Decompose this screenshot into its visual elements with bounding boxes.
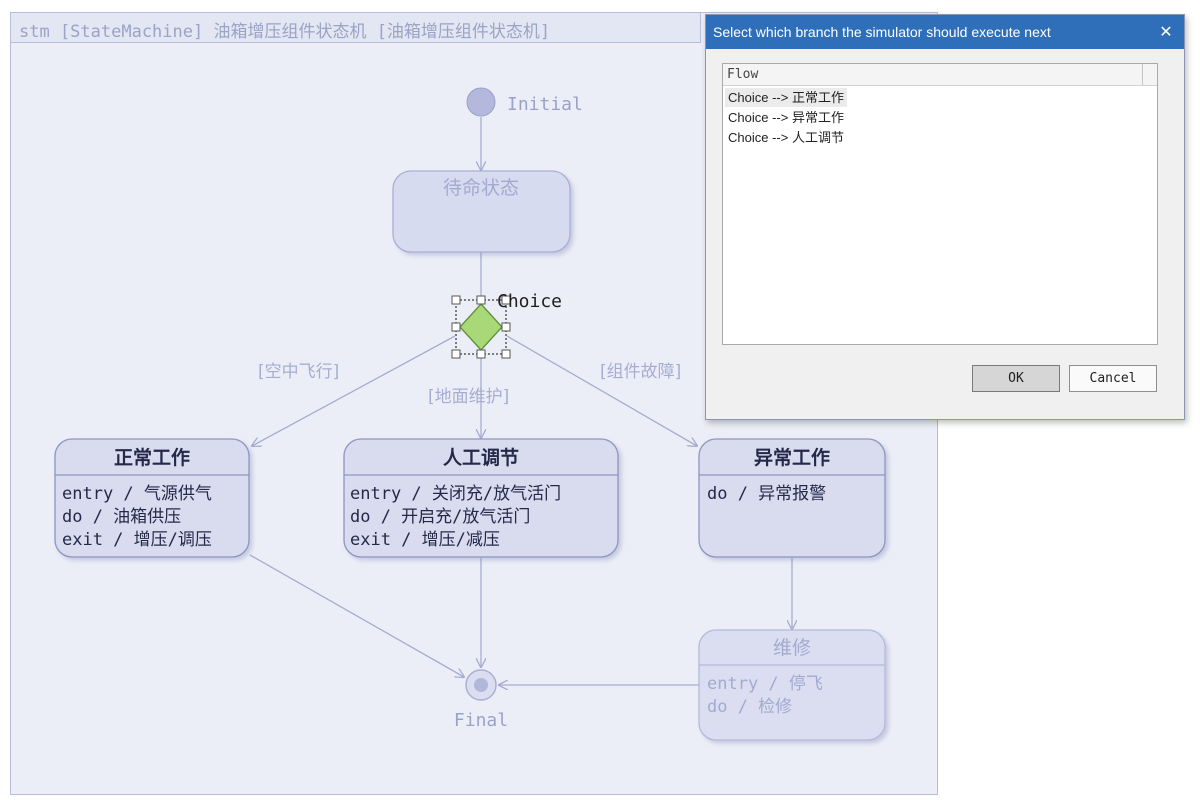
state-normal-action: do / 油箱供压	[62, 507, 181, 527]
guard-right: [组件故障]	[600, 362, 681, 382]
flow-column-header-label: Flow	[727, 67, 759, 82]
transition-choice-normal[interactable]	[252, 335, 456, 446]
final-node[interactable]	[465, 669, 497, 701]
choice-node[interactable]	[451, 295, 511, 359]
state-repair-action: entry / 停飞	[707, 674, 823, 694]
branch-select-dialog: Select which branch the simulator should…	[705, 14, 1185, 420]
flow-item[interactable]: Choice --> 人工调节	[728, 130, 844, 145]
state-normal[interactable]: 正常工作 entry / 气源供气 do / 油箱供压 exit / 增压/调压	[54, 438, 250, 558]
selection-handle[interactable]	[476, 295, 486, 305]
state-manual-action: do / 开启充/放气活门	[350, 507, 530, 527]
dialog-title: Select which branch the simulator should…	[713, 24, 1051, 40]
frame-title: stm [StateMachine] 油箱增压组件状态机 [油箱增压组件状态机]	[19, 22, 551, 42]
state-repair-name: 维修	[773, 637, 811, 659]
state-abnormal-name: 异常工作	[754, 446, 830, 469]
selection-handle[interactable]	[501, 349, 511, 359]
state-normal-action: entry / 气源供气	[62, 484, 212, 504]
selection-handle[interactable]	[476, 349, 486, 359]
state-repair-action: do / 检修	[707, 697, 792, 717]
state-manual-action: entry / 关闭充/放气活门	[350, 484, 561, 504]
initial-label: Initial	[507, 94, 583, 115]
close-icon[interactable]: ✕	[1159, 22, 1173, 41]
initial-node[interactable]	[466, 87, 496, 117]
transition-normal-final[interactable]	[249, 554, 464, 677]
state-manual-name: 人工调节	[443, 447, 519, 469]
flow-column-filler	[1143, 64, 1157, 86]
dialog-titlebar[interactable]: Select which branch the simulator should…	[706, 15, 1184, 49]
state-standby[interactable]: 待命状态	[392, 170, 571, 253]
choice-label: Choice	[497, 291, 562, 312]
guard-left: [空中飞行]	[258, 362, 339, 382]
state-manual[interactable]: 人工调节 entry / 关闭充/放气活门 do / 开启充/放气活门 exit…	[343, 438, 619, 558]
selection-handle[interactable]	[451, 349, 461, 359]
state-abnormal[interactable]: 异常工作 do / 异常报警	[698, 438, 886, 558]
transition-choice-abnormal[interactable]	[506, 335, 697, 446]
cancel-button[interactable]: Cancel	[1069, 365, 1157, 392]
transitions	[249, 117, 792, 685]
selection-handle[interactable]	[501, 322, 511, 332]
selection-handle[interactable]	[501, 295, 511, 305]
flow-item[interactable]: Choice --> 正常工作	[725, 88, 847, 107]
state-abnormal-action: do / 异常报警	[707, 484, 826, 504]
selection-handle[interactable]	[451, 322, 461, 332]
ok-button[interactable]: OK	[972, 365, 1060, 392]
flow-column-header[interactable]: Flow	[723, 64, 1143, 86]
state-standby-name: 待命状态	[443, 177, 519, 199]
frame-header: stm [StateMachine] 油箱增压组件状态机 [油箱增压组件状态机]	[11, 13, 701, 43]
selection-handle[interactable]	[451, 295, 461, 305]
final-label: Final	[454, 710, 508, 731]
state-normal-action: exit / 增压/调压	[62, 530, 212, 550]
flow-list[interactable]: Flow Choice --> 正常工作 Choice --> 异常工作 Cho…	[722, 63, 1158, 345]
state-repair[interactable]: 维修 entry / 停飞 do / 检修	[698, 629, 886, 741]
state-manual-action: exit / 增压/减压	[350, 530, 500, 550]
state-normal-name: 正常工作	[114, 446, 190, 469]
guard-middle: [地面维护]	[428, 387, 509, 407]
flow-item[interactable]: Choice --> 异常工作	[728, 110, 844, 125]
